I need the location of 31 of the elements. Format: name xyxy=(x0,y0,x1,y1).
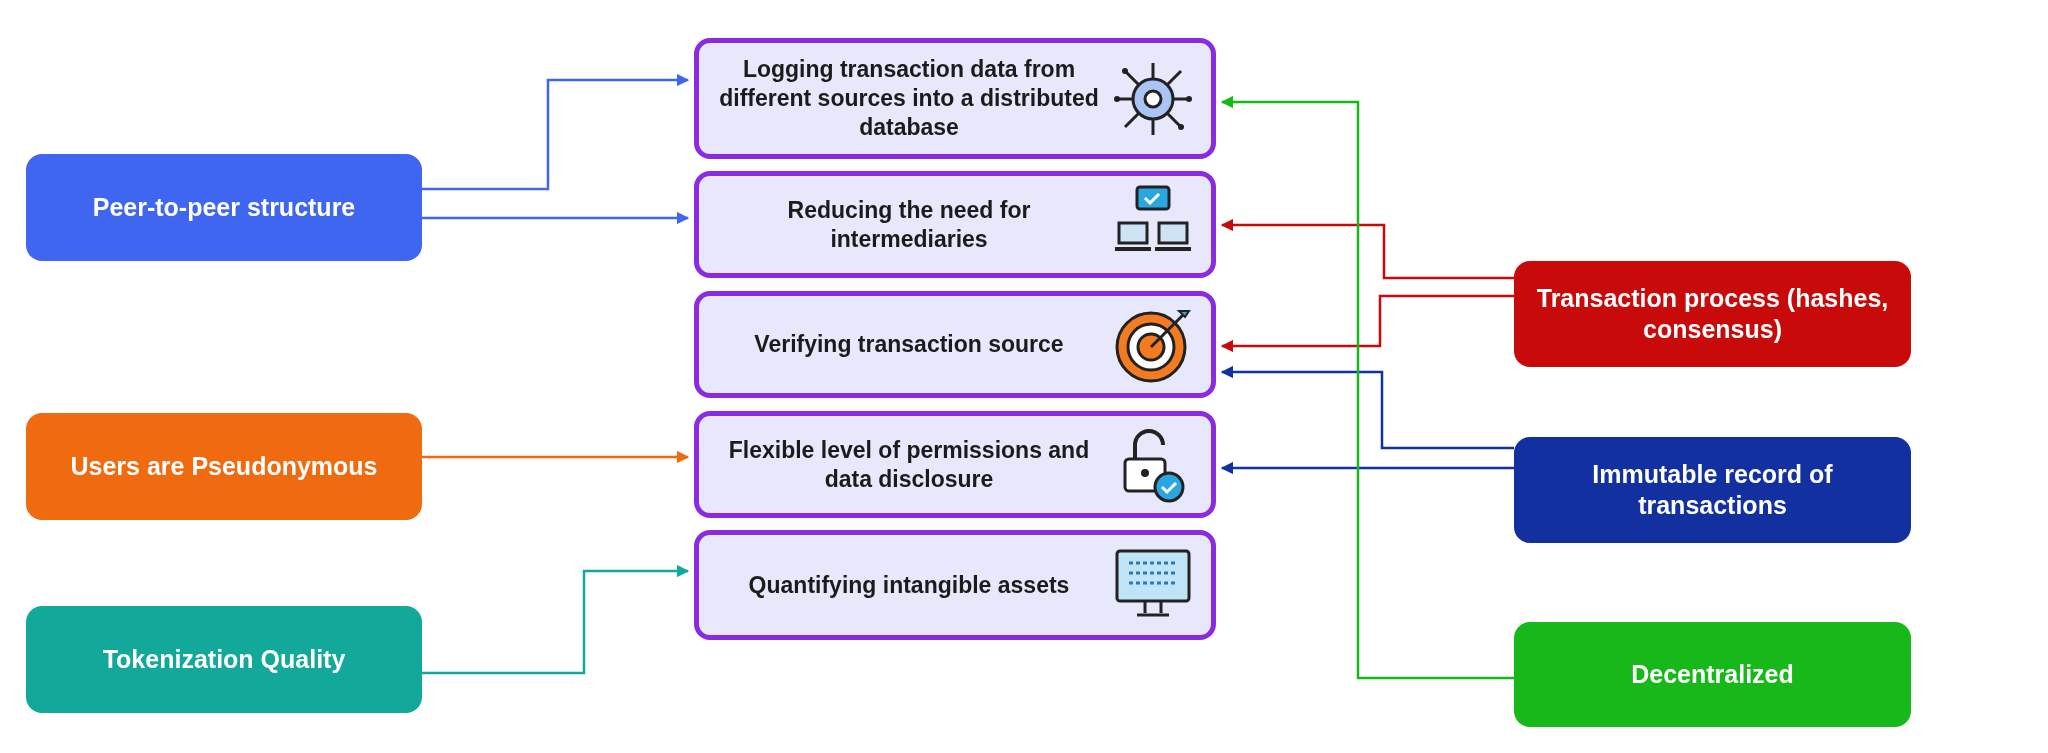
feature-box xyxy=(694,171,1216,278)
category-label: Decentralized xyxy=(1631,659,1794,690)
category-box xyxy=(1514,622,1911,727)
category-label: Users are Pseudonymous xyxy=(70,451,378,482)
feature-text: Flexible level of permissions and data disclosure xyxy=(727,435,1091,494)
feature-box xyxy=(694,38,1216,159)
feature-box xyxy=(694,291,1216,398)
category-box xyxy=(1514,437,1911,543)
category-box xyxy=(26,606,422,713)
feature-box xyxy=(694,530,1216,640)
arrow xyxy=(1220,218,1514,280)
category-label: Peer-to-peer structure xyxy=(92,192,356,223)
feature-box xyxy=(694,411,1216,518)
feature-text: Logging transaction data from different sources into a distributed database xyxy=(718,55,1100,142)
arrow xyxy=(1220,461,1514,475)
category-label: Immutable record of transactions xyxy=(1591,459,1834,521)
arrow xyxy=(422,450,690,464)
arrow xyxy=(422,73,690,191)
category-box xyxy=(1514,261,1911,367)
category-box xyxy=(26,413,422,520)
arrow xyxy=(1220,294,1514,353)
category-box xyxy=(26,154,422,261)
category-label: Tokenization Quality xyxy=(102,644,346,675)
arrow xyxy=(1220,365,1514,450)
arrow xyxy=(422,211,690,225)
arrow xyxy=(1220,95,1514,680)
feature-text: Quantifying intangible assets xyxy=(747,570,1071,600)
category-label: Transaction process (hashes, consensus) xyxy=(1535,283,1890,345)
arrow xyxy=(422,564,690,675)
feature-text: Reducing the need for intermediaries xyxy=(786,195,1032,254)
feature-text: Verifying transaction source xyxy=(753,330,1065,359)
